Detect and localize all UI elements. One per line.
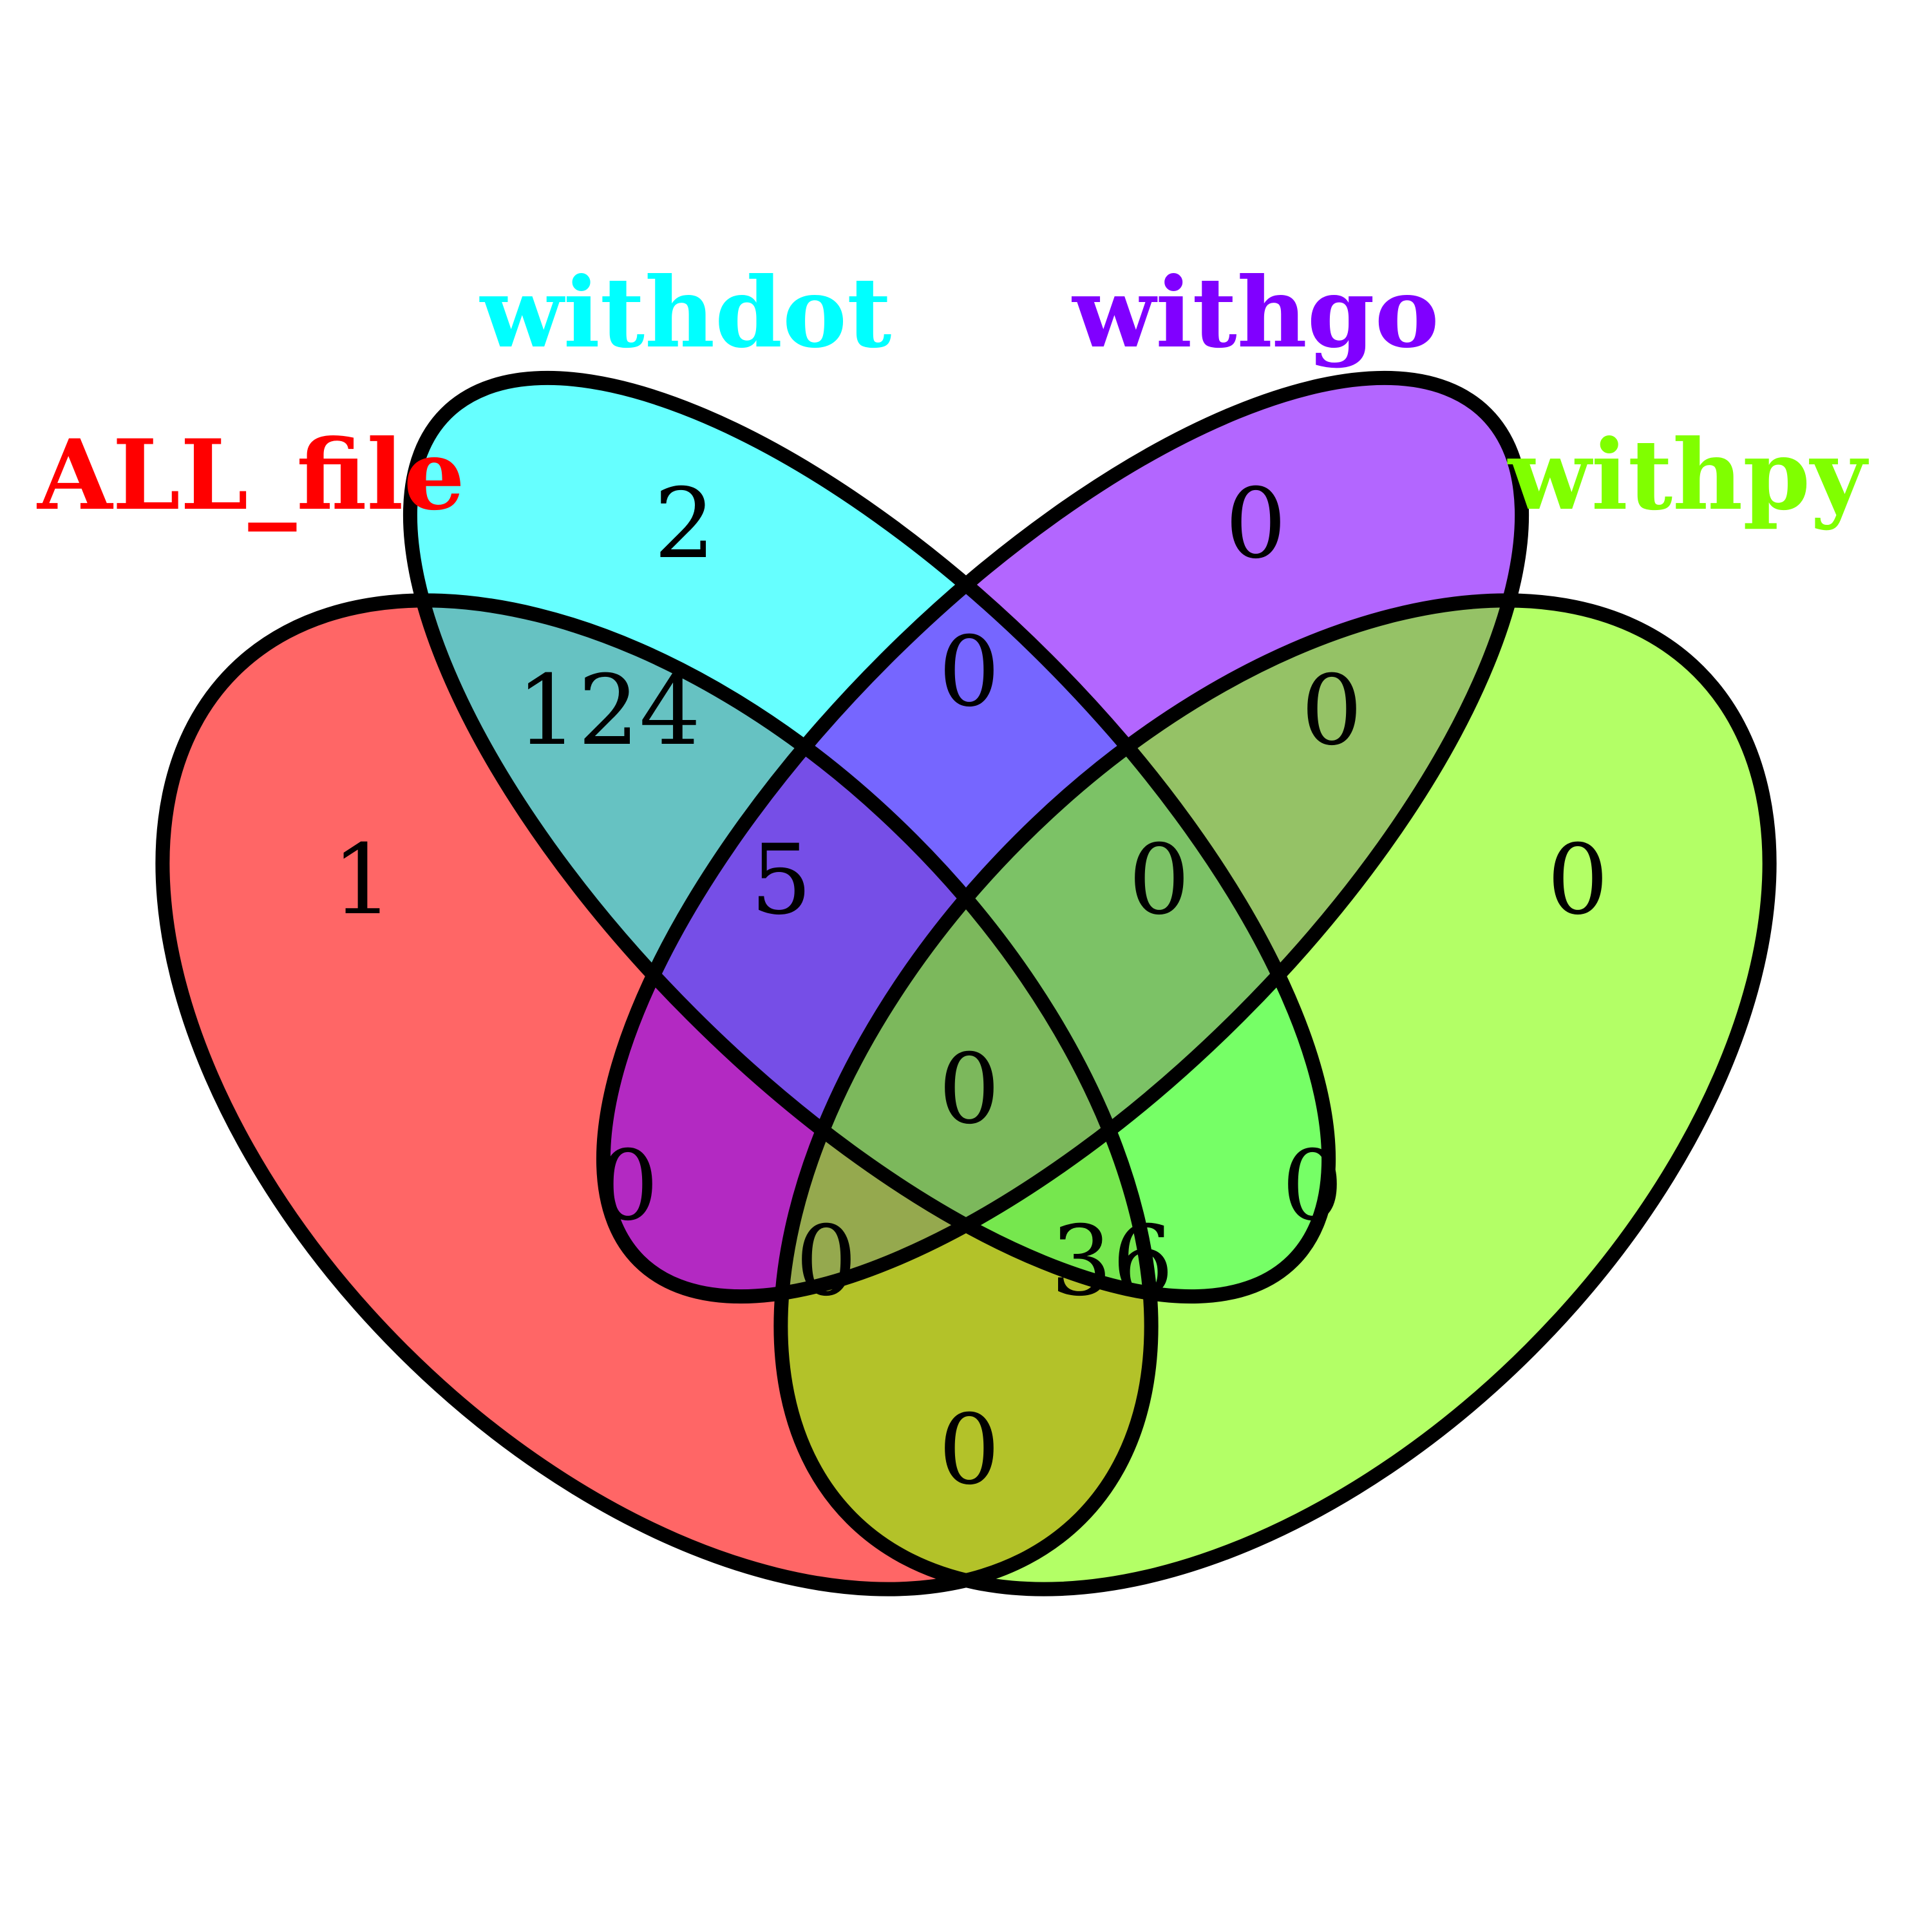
count-all-file-withdot: 124 xyxy=(516,655,701,767)
count-all-file-withgo-withpy: 0 xyxy=(795,1206,857,1318)
set-label-withdot: withdot xyxy=(479,256,892,370)
set-label-withpy: withpy xyxy=(1507,419,1869,532)
set-ellipse-withpy xyxy=(781,600,1770,1589)
count-withdot-only: 2 xyxy=(654,468,715,580)
count-withdot-withgo-withpy: 0 xyxy=(1128,824,1189,936)
count-all-file-withgo: 0 xyxy=(597,1130,658,1242)
count-all-sets: 0 xyxy=(938,1034,999,1146)
count-all-file-only: 1 xyxy=(332,824,393,936)
ellipse-fills xyxy=(162,377,1770,1589)
region-counts: 1 2 0 0 124 0 0 5 0 0 0 0 0 36 0 xyxy=(332,468,1608,1506)
count-withpy-only: 0 xyxy=(1547,824,1608,936)
count-all-file-withdot-withgo: 5 xyxy=(750,824,811,936)
count-all-file-withpy: 0 xyxy=(938,1394,999,1506)
count-withdot-withgo: 0 xyxy=(938,616,999,728)
ellipse-outlines xyxy=(155,370,1777,1596)
count-withdot-withpy: 0 xyxy=(1282,1130,1343,1242)
set-label-withgo: withgo xyxy=(1071,256,1439,370)
count-withgo-only: 0 xyxy=(1225,468,1286,580)
count-all-file-withdot-withpy: 36 xyxy=(1051,1206,1174,1318)
set-label-all-file: ALL_file xyxy=(36,419,465,532)
count-withgo-withpy: 0 xyxy=(1301,655,1362,767)
